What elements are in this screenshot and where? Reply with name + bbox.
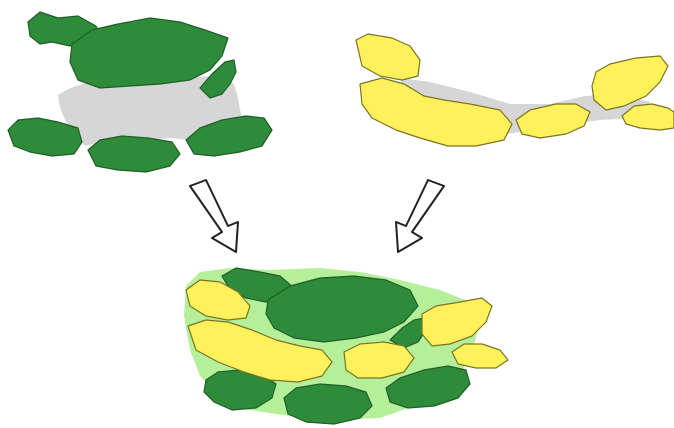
arrow-right-down-left	[396, 180, 444, 252]
merged-yellow-patch-farright	[452, 344, 508, 368]
hollow-arrow-icon	[396, 180, 444, 252]
left-green-patch-bottommid	[88, 136, 180, 172]
right-cluster	[356, 34, 674, 146]
merged-cluster	[184, 268, 508, 424]
merged-green-patch-bottommid	[284, 384, 372, 424]
arrow-left-down-right	[190, 180, 238, 252]
right-yellow-patch-topright	[592, 56, 668, 110]
right-yellow-patch-topleft	[356, 34, 420, 80]
hollow-arrow-icon	[190, 180, 238, 252]
merged-yellow-patch-center	[344, 342, 414, 378]
left-cluster	[8, 12, 272, 172]
